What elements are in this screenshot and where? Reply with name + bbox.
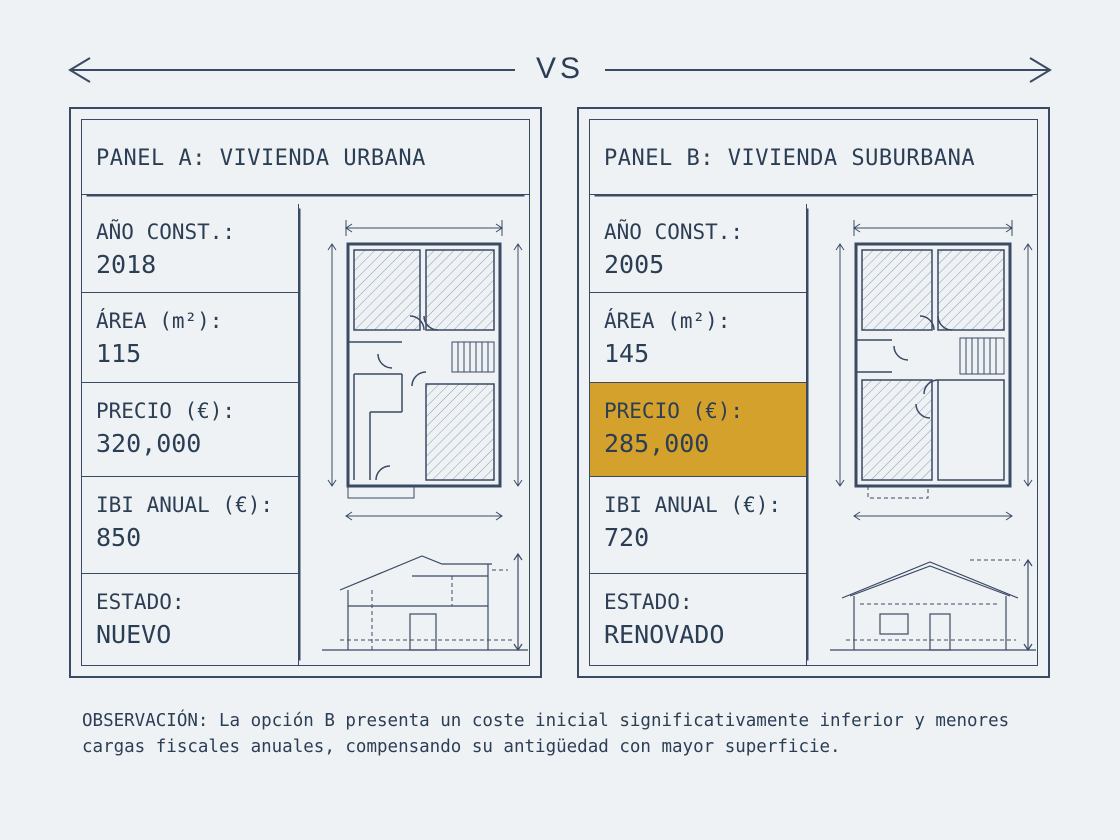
panel-b-drawing xyxy=(820,204,1037,665)
panel-a-info: AÑO CONST.: 2018 ÁREA (m²): 115 PRECIO (… xyxy=(82,204,299,665)
field-value: 145 xyxy=(604,339,650,368)
field-label: PRECIO (€): xyxy=(96,399,236,423)
field-value: RENOVADO xyxy=(604,620,725,649)
field-label: ESTADO: xyxy=(604,590,693,614)
panel-b-info: AÑO CONST.: 2005 ÁREA (m²): 145 PRECIO (… xyxy=(590,204,807,665)
panel-a-drawing xyxy=(312,204,529,665)
field-value: NUEVO xyxy=(96,620,172,649)
panel-b-field-area: ÁREA (m²): 145 xyxy=(590,293,806,383)
panel-a-field-ibi: IBI ANUAL (€): 850 xyxy=(82,477,298,574)
vs-label: VS xyxy=(535,52,585,85)
field-value: 2005 xyxy=(604,250,665,279)
panel-b-title-text: PANEL B: VIVIENDA SUBURBANA xyxy=(604,146,976,171)
field-label: PRECIO (€): xyxy=(604,399,744,423)
panel-a-frame: PANEL A: VIVIENDA URBANA AÑO CONST.: 201… xyxy=(81,119,530,666)
field-label: AÑO CONST.: xyxy=(96,220,236,244)
observation-note: OBSERVACIÓN: La opción B presenta un cos… xyxy=(82,711,1010,757)
panel-a-title-text: PANEL A: VIVIENDA URBANA xyxy=(96,146,426,171)
field-label: IBI ANUAL (€): xyxy=(604,493,782,517)
panel-b-field-ibi: IBI ANUAL (€): 720 xyxy=(590,477,806,574)
field-label: ÁREA (m²): xyxy=(96,309,223,333)
panel-b-field-state: ESTADO: RENOVADO xyxy=(590,574,806,670)
panel-a: PANEL A: VIVIENDA URBANA AÑO CONST.: 201… xyxy=(69,107,542,678)
panel-a-field-area: ÁREA (m²): 115 xyxy=(82,293,298,383)
field-value: 320,000 xyxy=(96,429,202,458)
panel-b-title: PANEL B: VIVIENDA SUBURBANA xyxy=(590,120,1037,195)
field-value: 285,000 xyxy=(604,429,710,458)
panel-a-field-year: AÑO CONST.: 2018 xyxy=(82,204,298,293)
field-value: 850 xyxy=(96,523,142,552)
panel-b: PANEL B: VIVIENDA SUBURBANA AÑO CONST.: … xyxy=(577,107,1050,678)
panel-a-field-price: PRECIO (€): 320,000 xyxy=(82,383,298,477)
field-value: 115 xyxy=(96,339,142,368)
field-label: ESTADO: xyxy=(96,590,185,614)
field-label: ÁREA (m²): xyxy=(604,309,731,333)
field-label: AÑO CONST.: xyxy=(604,220,744,244)
panel-a-floorplan xyxy=(322,220,528,652)
field-value: 720 xyxy=(604,523,650,552)
panel-b-field-price: PRECIO (€): 285,000 xyxy=(590,383,806,477)
panel-b-floorplan xyxy=(830,220,1036,652)
panel-a-field-state: ESTADO: NUEVO xyxy=(82,574,298,670)
panel-a-title: PANEL A: VIVIENDA URBANA xyxy=(82,120,529,195)
vs-arrow xyxy=(68,57,1052,83)
panel-b-frame: PANEL B: VIVIENDA SUBURBANA AÑO CONST.: … xyxy=(589,119,1038,666)
panel-b-field-year: AÑO CONST.: 2005 xyxy=(590,204,806,293)
field-label: IBI ANUAL (€): xyxy=(96,493,274,517)
field-value: 2018 xyxy=(96,250,157,279)
